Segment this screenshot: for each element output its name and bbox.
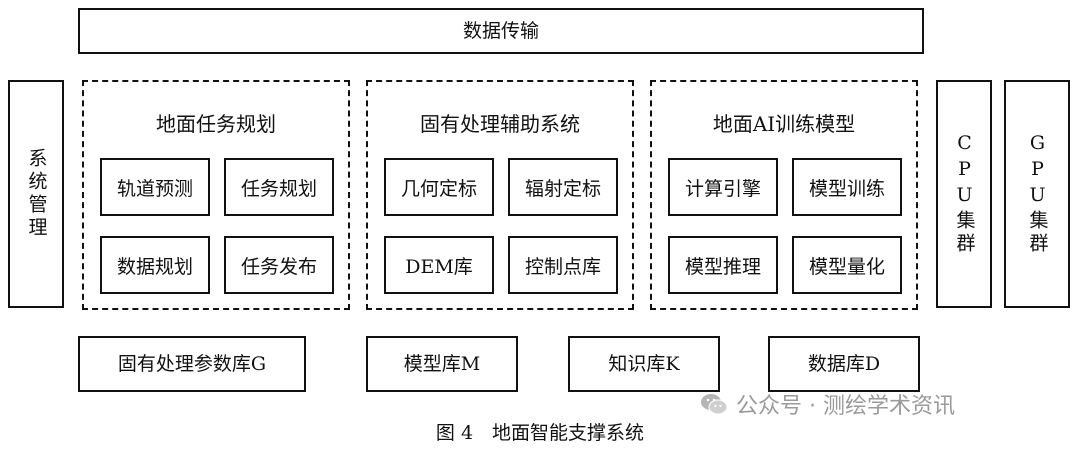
data-transmission-label: 数据传输: [462, 19, 539, 42]
module-box: 模型推理: [668, 236, 778, 294]
data-db: 数据库D: [768, 336, 920, 392]
module-box: 辐射定标: [508, 158, 618, 216]
module-box: 数据规划: [100, 236, 210, 294]
watermark-text: 公众号 · 测绘学术资讯: [736, 394, 955, 419]
module-box: 任务发布: [224, 236, 334, 294]
module-box: 控制点库: [508, 236, 618, 294]
group-title: 固有处理辅助系统: [420, 112, 580, 136]
module-box: 模型训练: [792, 158, 902, 216]
cpu-cluster-box: CPU集群: [936, 80, 992, 308]
data-transmission-bar: 数据传输: [78, 8, 924, 54]
knowledge-db: 知识库K: [568, 336, 720, 392]
module-box: DEM库: [384, 236, 494, 294]
module-box: 轨道预测: [100, 158, 210, 216]
db-label: 知识库K: [608, 352, 680, 375]
processing-assist-group: 固有处理辅助系统 几何定标 辐射定标 DEM库 控制点库: [366, 80, 634, 310]
db-label: 数据库D: [807, 352, 881, 375]
ai-training-group: 地面AI训练模型 计算引擎 模型训练 模型推理 模型量化: [650, 80, 918, 310]
processing-params-db: 固有处理参数库G: [78, 336, 306, 392]
system-management-panel: 系统管理: [8, 80, 64, 308]
watermark: 公众号 · 测绘学术资讯: [700, 388, 955, 420]
gpu-cluster-label: GPU集群: [1026, 132, 1049, 256]
group-title: 地面AI训练模型: [712, 112, 856, 136]
wechat-icon: [701, 394, 728, 415]
module-box: 模型量化: [792, 236, 902, 294]
group-title: 地面任务规划: [156, 112, 276, 136]
db-label: 模型库M: [403, 352, 481, 375]
ground-task-planning-group: 地面任务规划 轨道预测 任务规划 数据规划 任务发布: [82, 80, 350, 310]
module-box: 计算引擎: [668, 158, 778, 216]
module-box: 几何定标: [384, 158, 494, 216]
system-management-label: 系统管理: [25, 148, 48, 240]
module-box: 任务规划: [224, 158, 334, 216]
gpu-cluster-box: GPU集群: [1004, 80, 1070, 308]
cpu-cluster-label: CPU集群: [953, 132, 976, 256]
db-label: 固有处理参数库G: [117, 352, 267, 375]
figure-caption: 图 4 地面智能支撑系统: [435, 422, 645, 444]
model-db: 模型库M: [366, 336, 518, 392]
